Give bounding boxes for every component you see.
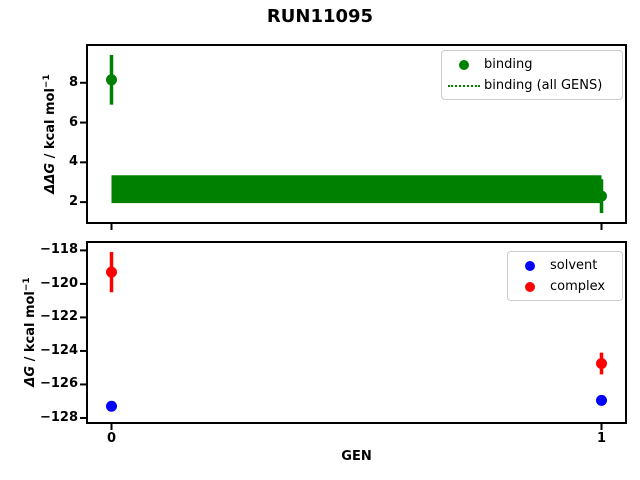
top-axes-frame [86, 44, 627, 224]
legend-label-complex: complex [550, 279, 606, 294]
x-axis-label: GEN [341, 449, 372, 464]
legend-item-binding-all-gens: binding (all GENS) [444, 75, 616, 96]
y-tick-label: 6 [68, 114, 78, 130]
data-point-complex-gen1 [596, 358, 607, 370]
data-point-solvent-gen0 [106, 400, 117, 412]
y-tick-label: −126 [39, 376, 78, 392]
y-tick-label: 4 [68, 154, 78, 170]
binding-all-gens-dotted-line-icon [444, 84, 484, 87]
complex-dot-icon [510, 281, 550, 292]
y-tick-label: 2 [68, 194, 78, 210]
solvent-dot-icon [510, 260, 550, 271]
legend-item-binding: binding [444, 54, 616, 75]
band-binding-all-gens [111, 175, 602, 204]
y-tick-label: −128 [39, 409, 78, 425]
data-point-complex-gen0 [106, 266, 117, 278]
top-y-axis-label: ΔΔG / kcal mol−1 [42, 74, 58, 193]
data-point-binding-gen0 [106, 74, 117, 86]
legend-item-complex: complex [510, 276, 616, 297]
legend-item-solvent: solvent [510, 255, 616, 276]
x-tick-label: 1 [596, 431, 607, 446]
data-point-binding-gen1 [596, 190, 607, 202]
y-tick-label: −118 [39, 242, 78, 258]
binding-dot-icon [444, 59, 484, 70]
y-tick-label: −120 [39, 275, 78, 291]
y-tick-label: 8 [68, 74, 78, 90]
y-tick-label: −122 [39, 309, 78, 325]
legend-label-binding: binding [484, 57, 533, 72]
bottom-legend: solvent complex [507, 251, 623, 301]
figure-title: RUN11095 [266, 6, 374, 27]
bottom-axes-frame [86, 241, 627, 424]
y-tick-label: −124 [39, 342, 78, 358]
legend-label-binding-all-gens: binding (all GENS) [484, 78, 603, 93]
bottom-y-axis-label: ΔG / kcal mol−1 [22, 277, 38, 386]
top-legend: binding binding (all GENS) [441, 50, 623, 100]
legend-label-solvent: solvent [550, 258, 598, 273]
data-point-solvent-gen1 [596, 394, 607, 406]
x-tick-label: 0 [106, 431, 117, 446]
